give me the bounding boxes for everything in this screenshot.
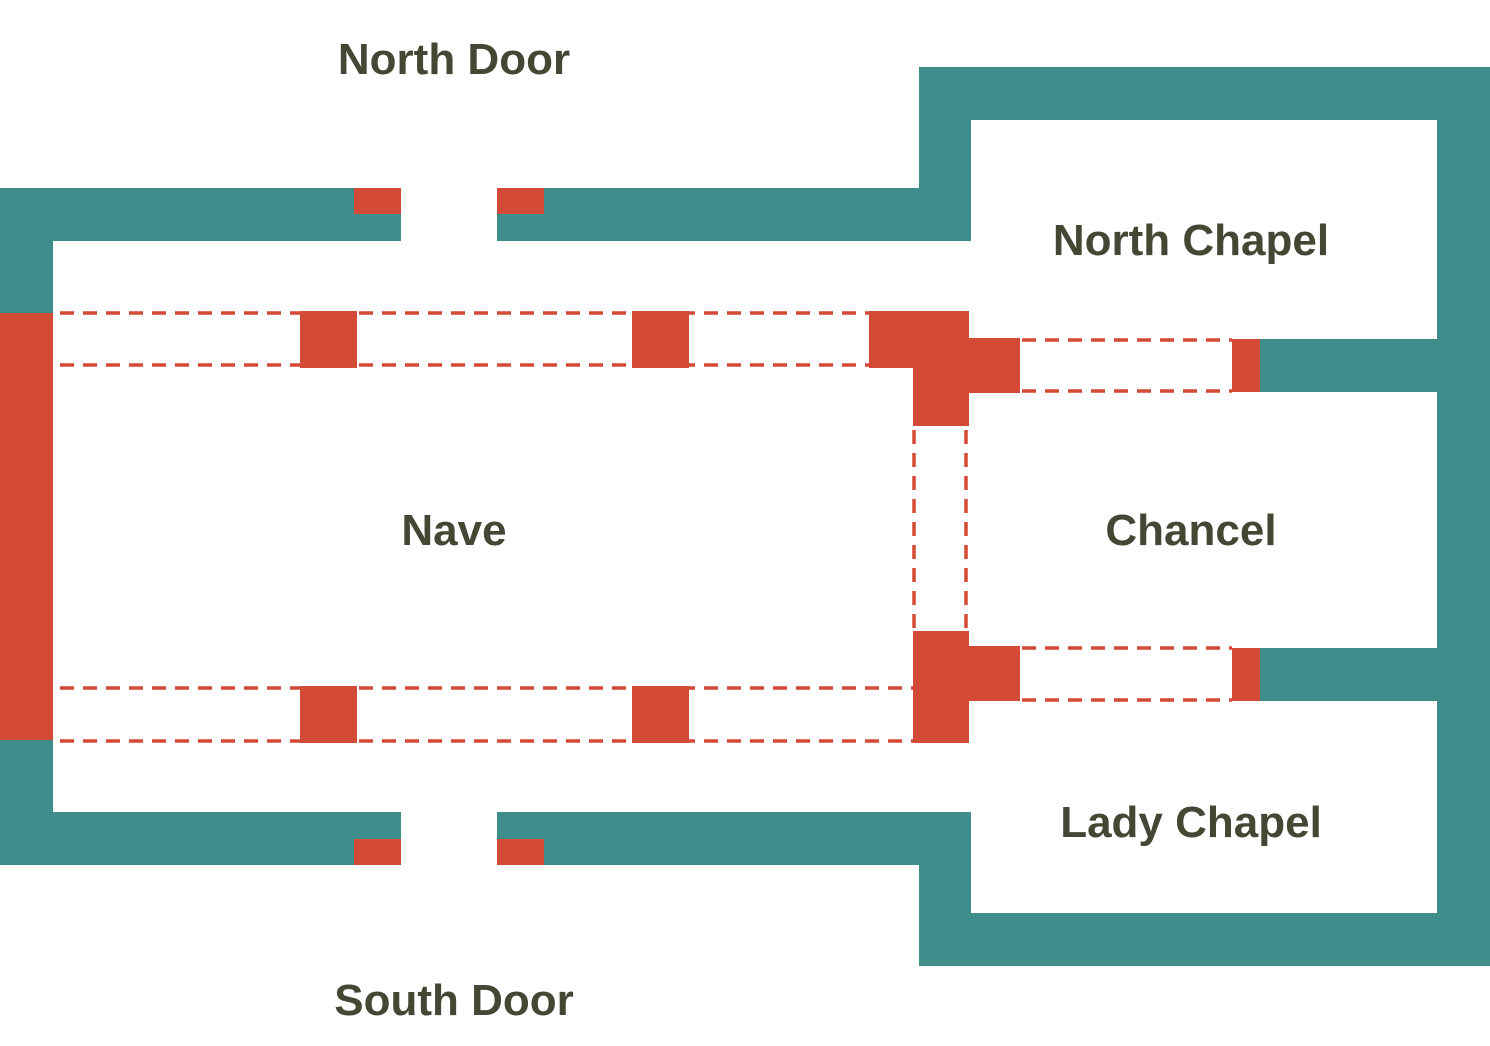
- nave-label: Nave: [401, 506, 506, 555]
- north-door-jamb-east: [497, 188, 544, 214]
- north-chapel-west-wall: [919, 67, 971, 241]
- north-arcade-pier-1: [300, 311, 357, 368]
- walls: [0, 67, 1490, 966]
- west-wall-south-segment: [0, 735, 53, 865]
- south-chancel-respond: [913, 646, 1020, 701]
- north-chapel-north-wall: [919, 67, 1490, 120]
- accent-elements: [0, 188, 1260, 865]
- nave-south-wall-west: [0, 812, 401, 865]
- west-wall-accent: [0, 313, 53, 740]
- south-door-label: South Door: [334, 976, 574, 1025]
- lady-chapel-west-wall: [919, 812, 971, 966]
- south-arcade-pier-1: [300, 686, 357, 743]
- chancel-north-divider-wall: [1258, 339, 1440, 392]
- north-door-jamb-west: [354, 188, 401, 214]
- chancel-south-divider-wall: [1258, 648, 1440, 701]
- north-chancel-respond: [913, 338, 1020, 393]
- north-chancel-east-respond: [1232, 339, 1260, 392]
- nave-south-wall-east: [497, 812, 971, 865]
- chancel-label: Chancel: [1105, 506, 1276, 555]
- labels: North Door North Chapel Nave Chancel Lad…: [334, 35, 1329, 1025]
- north-arcade-pier-2: [632, 311, 689, 368]
- nave-north-wall-west: [0, 188, 401, 241]
- lady-chapel-label: Lady Chapel: [1060, 798, 1322, 847]
- lady-chapel-south-wall: [919, 913, 1490, 966]
- south-door-jamb-west: [354, 839, 401, 865]
- nave-north-wall-east: [497, 188, 971, 241]
- south-chancel-east-respond: [1232, 648, 1260, 701]
- west-wall-north-segment: [0, 188, 53, 318]
- north-chapel-label: North Chapel: [1053, 216, 1329, 265]
- south-door-jamb-east: [497, 839, 544, 865]
- south-arcade-pier-2: [632, 686, 689, 743]
- east-wall: [1437, 67, 1490, 966]
- north-door-label: North Door: [338, 35, 570, 84]
- arcade-lines: [60, 311, 1232, 743]
